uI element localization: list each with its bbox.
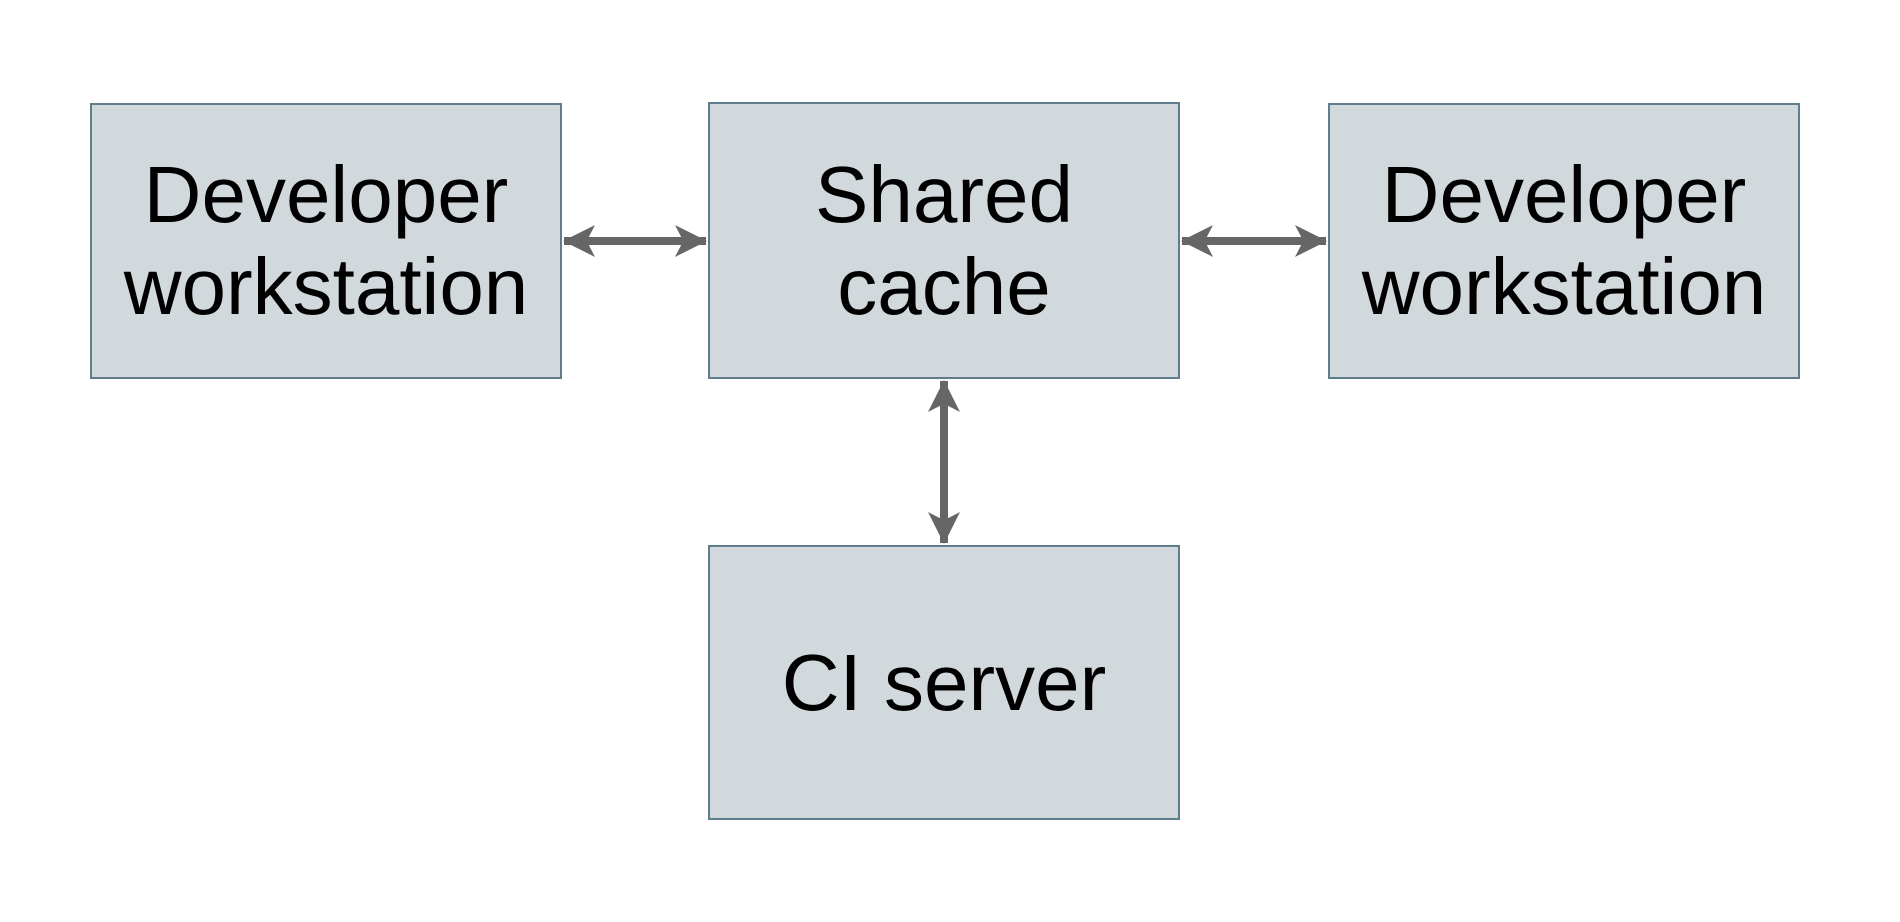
node-shared-cache: Shared cache: [708, 102, 1180, 379]
node-label: Developer workstation: [1361, 150, 1767, 331]
node-ci-server: CI server: [708, 545, 1180, 820]
node-label: Shared cache: [815, 149, 1073, 331]
node-developer-workstation-right: Developer workstation: [1328, 103, 1800, 379]
node-label: Developer workstation: [123, 150, 529, 331]
node-label: CI server: [781, 637, 1107, 727]
node-developer-workstation-left: Developer workstation: [90, 103, 562, 379]
